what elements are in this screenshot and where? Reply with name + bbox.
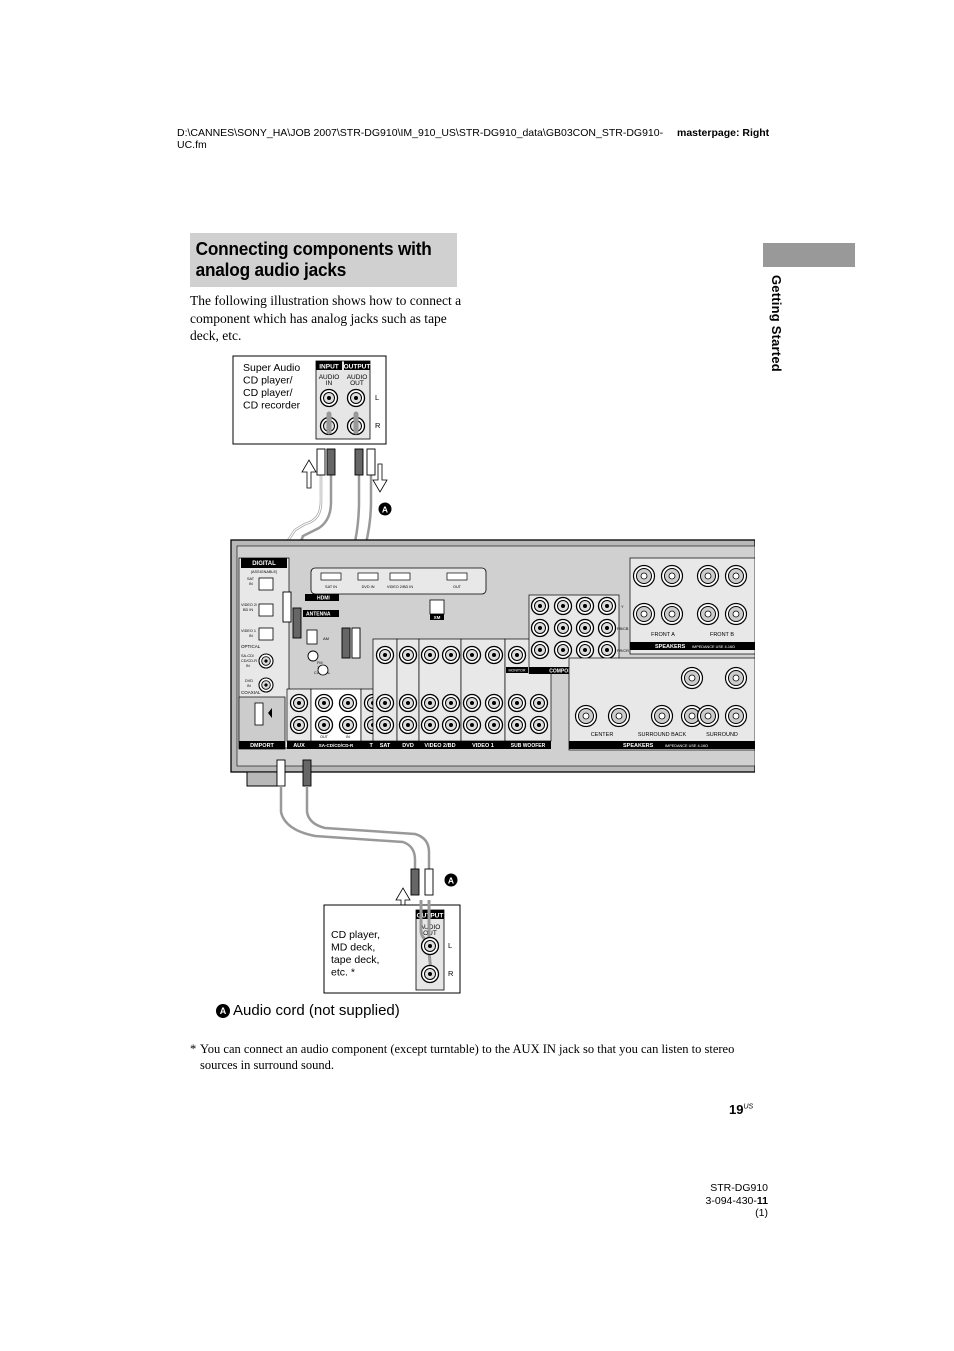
input-label: INPUT: [319, 364, 339, 371]
video2bd-label: VIDEO 2/BD: [424, 743, 455, 749]
model-info: STR-DG910 3-094-430-11 (1): [690, 1182, 768, 1220]
svg-text:IN: IN: [249, 634, 253, 638]
front-a-label: FRONT A: [651, 632, 675, 638]
header-masterpage: masterpage: Right: [677, 127, 770, 139]
video1-label: VIDEO 1: [472, 743, 494, 749]
footnote-star: *: [190, 1042, 197, 1056]
aux-label: AUX: [293, 743, 305, 749]
surround-back-label: SURROUND BACK: [638, 732, 687, 738]
dvd-in-label: DVD IN: [362, 585, 375, 589]
am-label: AM: [323, 636, 329, 641]
impedance-bottom: IMPEDANCE USE 4-16Ω: [665, 744, 708, 748]
cable-marker-a-top: [378, 502, 392, 516]
svg-text:DVD: DVD: [245, 679, 253, 683]
front-b-label: FRONT B: [710, 632, 734, 638]
svg-text:FM: FM: [317, 661, 322, 665]
hdmi-label: HDMI: [317, 596, 330, 602]
svg-text:VIDEO 1: VIDEO 1: [241, 629, 256, 633]
part-bold: 11: [756, 1194, 768, 1207]
svg-text:L: L: [375, 393, 379, 402]
part-number: 3-094-430-11 (1): [690, 1195, 768, 1220]
bottom-audio-out-l-jack: [420, 936, 440, 956]
model-name: STR-DG910: [710, 1182, 768, 1194]
part-prefix: 3-094-430-: [705, 1194, 757, 1207]
svg-text:R: R: [448, 969, 454, 978]
bottom-device-label: CD player, MD deck, tape deck, etc. *: [331, 929, 383, 979]
page-number-value: 19: [729, 1102, 744, 1117]
hdmi-out-label: OUT: [453, 585, 462, 589]
antenna-label: ANTENNA: [306, 612, 331, 618]
svg-text:IN: IN: [346, 735, 350, 739]
part-suffix: (1): [755, 1207, 768, 1219]
top-device-label: Super Audio CD player/ CD player/ CD rec…: [243, 362, 303, 412]
svg-text:OUT: OUT: [350, 380, 364, 387]
aux-in-l-jack: [289, 693, 309, 713]
intro-paragraph: The following illustration shows how to …: [190, 293, 462, 343]
coaxial-label: COAXIAL: [241, 690, 261, 695]
legend-text: Audio cord (not supplied): [233, 1002, 400, 1019]
svg-text:AUDIO: AUDIO: [319, 374, 340, 381]
bottom-audio-cords: [279, 786, 431, 877]
svg-text:SAT: SAT: [247, 577, 255, 581]
speakers-top-label: SPEAKERS: [655, 644, 686, 650]
top-audio-in-l-jack: [319, 388, 339, 408]
top-audio-out-l-jack: [346, 388, 366, 408]
svg-text:(ASSIGNABLE): (ASSIGNABLE): [251, 570, 278, 574]
bottom-rca-plugs: A: [395, 868, 458, 917]
footnote-text: You can connect an audio component (exce…: [200, 1042, 735, 1072]
sat-label: SAT: [380, 743, 391, 749]
speakers-bottom-label: SPEAKERS: [623, 743, 654, 749]
svg-text:BD IN: BD IN: [243, 608, 253, 612]
video2-in-label: VIDEO 2/BD IN: [387, 585, 413, 589]
dmport-label: DMPORT: [250, 743, 274, 749]
svg-text:IN: IN: [326, 380, 333, 387]
bottom-device-panel: CD player, MD deck, tape deck, etc. * OU…: [323, 900, 461, 994]
svg-text:R: R: [375, 421, 381, 430]
legend-marker: A: [216, 1003, 230, 1018]
header-file-path: D:\CANNES\SONY_HA\JOB 2007\STR-DG910\IM_…: [177, 127, 664, 151]
impedance-top: IMPEDANCE USE 4-16Ω: [692, 645, 735, 649]
monitor-label: MONITOR: [509, 669, 526, 673]
svg-text:SA-CD/: SA-CD/: [241, 654, 255, 658]
xm-label: XM: [434, 615, 441, 620]
svg-text:IN: IN: [247, 684, 251, 688]
section-title-box: Connecting components with analog audio …: [190, 233, 457, 287]
dvd-label: DVD: [402, 743, 414, 749]
optical-label: OPTICAL: [241, 644, 261, 649]
top-rca-plugs: A: [301, 448, 392, 516]
surround-label: SURROUND: [706, 732, 738, 738]
footnote: * You can connect an audio component (ex…: [190, 1041, 760, 1073]
sat-in-label: SAT IN: [325, 585, 337, 589]
svg-text:AUDIO: AUDIO: [347, 374, 368, 381]
top-device-panel: Super Audio CD player/ CD player/ CD rec…: [232, 355, 387, 445]
section-tab-marker: [763, 243, 855, 267]
connection-diagram: Super Audio CD player/ CD player/ CD rec…: [230, 355, 755, 994]
section-title: Connecting components with analog audio …: [195, 238, 432, 280]
svg-text:VIDEO 2/: VIDEO 2/: [241, 603, 258, 607]
subwoofer-label: SUB WOOFER: [511, 743, 546, 749]
aux-in-r-jack: [289, 715, 309, 735]
output-label: OUTPUT: [344, 364, 371, 371]
page-number: 19US: [729, 1102, 753, 1117]
cable-marker-a-bottom-label: A: [448, 876, 454, 886]
pr-label: PR/CR: [617, 649, 629, 653]
cable-marker-a-top-label: A: [382, 505, 388, 515]
legend: A Audio cord (not supplied): [216, 1002, 400, 1019]
y-label: Y: [621, 604, 624, 609]
svg-text:IN: IN: [249, 582, 253, 586]
sacd-label: SA-CD/CD/CD-R: [319, 743, 354, 748]
page-number-suffix: US: [743, 1103, 754, 1111]
svg-text:IN: IN: [246, 664, 250, 668]
cable-marker-a-bottom: [444, 873, 458, 887]
side-tab-label: Getting Started: [769, 275, 784, 372]
center-label: CENTER: [591, 732, 614, 738]
pb-label: PB/CB: [617, 627, 629, 631]
svg-text:OUT: OUT: [320, 735, 329, 739]
svg-text:CD/CD-R: CD/CD-R: [241, 659, 257, 663]
receiver-inserted-plugs: [276, 591, 361, 787]
digital-label: DIGITAL: [252, 561, 276, 567]
bottom-audio-out-r-jack: [420, 964, 440, 984]
svg-text:L: L: [448, 941, 452, 950]
